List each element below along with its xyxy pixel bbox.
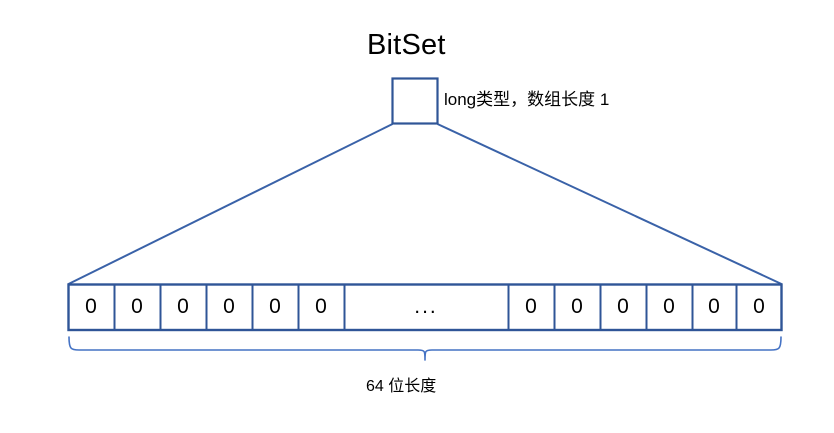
long-type-annotation: long类型，数组长度 1	[444, 90, 610, 109]
bit-cell-value: 0	[177, 295, 189, 318]
diagram-title: BitSet	[367, 29, 446, 61]
funnel-line-left	[68, 123, 393, 285]
length-brace	[68, 336, 782, 361]
funnel-line-right	[437, 123, 782, 285]
bit-cell-value: 0	[663, 295, 675, 318]
bit-cell-value: 0	[223, 295, 235, 318]
bit-cells-ellipsis: ...	[414, 295, 438, 318]
bit-cell-value: 0	[525, 295, 537, 318]
bit-length-annotation: 64 位长度	[366, 378, 437, 395]
bit-cell-value: 0	[753, 295, 765, 318]
bit-cell-value: 0	[617, 295, 629, 318]
bit-row-outline	[67, 283, 783, 332]
bit-cell-value: 0	[315, 295, 327, 318]
long-word-box	[391, 77, 439, 125]
bit-cell-value: 0	[269, 295, 281, 318]
bit-cell-dividers-right	[553, 285, 738, 329]
bit-cell-value: 0	[85, 295, 97, 318]
bit-cell-value: 0	[131, 295, 143, 318]
bit-cell-value: 0	[571, 295, 583, 318]
bit-cell-value: 0	[708, 295, 720, 318]
bit-cell-dividers-left	[113, 285, 346, 329]
